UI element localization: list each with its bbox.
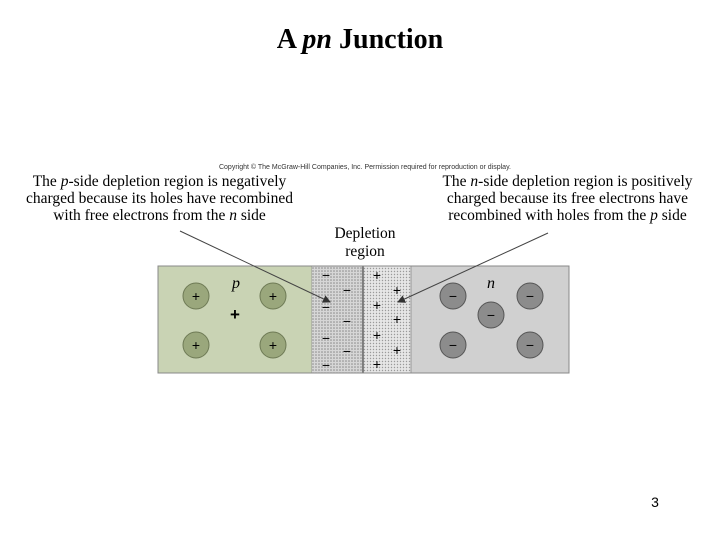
p-region-label: p (231, 275, 240, 292)
depletion-negative-charge: − (322, 299, 330, 315)
depletion-negative-charge: − (322, 357, 330, 373)
svg-text:−: − (526, 337, 534, 353)
p-region (157, 265, 313, 374)
svg-text:−: − (526, 288, 534, 304)
page-number: 3 (651, 494, 659, 510)
svg-text:−: − (449, 337, 457, 353)
depletion-positive-charge: + (373, 327, 381, 343)
n-side-pointer-arrow (397, 232, 549, 303)
p-ion: + (182, 282, 210, 310)
p-side-pointer-arrow (179, 230, 331, 303)
n-side-caption: The n-side depletion region is positivel… (442, 173, 693, 224)
depletion-negative-charge: − (322, 267, 330, 283)
svg-text:−: − (449, 288, 457, 304)
diagram-border (157, 265, 570, 374)
depletion-positive-charge: + (393, 282, 401, 298)
svg-text:+: + (192, 337, 200, 353)
p-ion: + (259, 282, 287, 310)
n-ion: − (516, 282, 544, 310)
svg-text:−: − (487, 307, 495, 323)
slide-title: A pn Junction (276, 24, 444, 55)
svg-text:+: + (269, 288, 277, 304)
depletion-negative-charge: − (322, 330, 330, 346)
n-ion: − (516, 331, 544, 359)
depletion-positive-charge: + (393, 311, 401, 327)
p-ion: + (259, 331, 287, 359)
svg-text:+: + (269, 337, 277, 353)
n-ion: − (477, 301, 505, 329)
svg-text:+: + (192, 288, 200, 304)
depletion-positive-charge: + (393, 342, 401, 358)
depletion-positive-charge: + (373, 267, 381, 283)
n-region-label: n (487, 275, 495, 292)
depletion-negative-charge: − (343, 343, 351, 359)
depletion-region-p-side (312, 266, 363, 373)
copyright-notice: Copyright © The McGraw-Hill Companies, I… (218, 164, 511, 171)
p-ion: + (182, 331, 210, 359)
depletion-positive-charge: + (373, 356, 381, 372)
depletion-region-n-side (363, 266, 411, 373)
depletion-positive-charge: + (373, 297, 381, 313)
n-ion: − (439, 282, 467, 310)
depletion-region-label: Depletion region (334, 225, 396, 260)
depletion-negative-charge: − (343, 282, 351, 298)
n-ion: − (439, 331, 467, 359)
depletion-negative-charge: − (343, 313, 351, 329)
p-side-caption: The p-side depletion region is negativel… (26, 173, 293, 224)
hole-charge: + (230, 305, 240, 324)
